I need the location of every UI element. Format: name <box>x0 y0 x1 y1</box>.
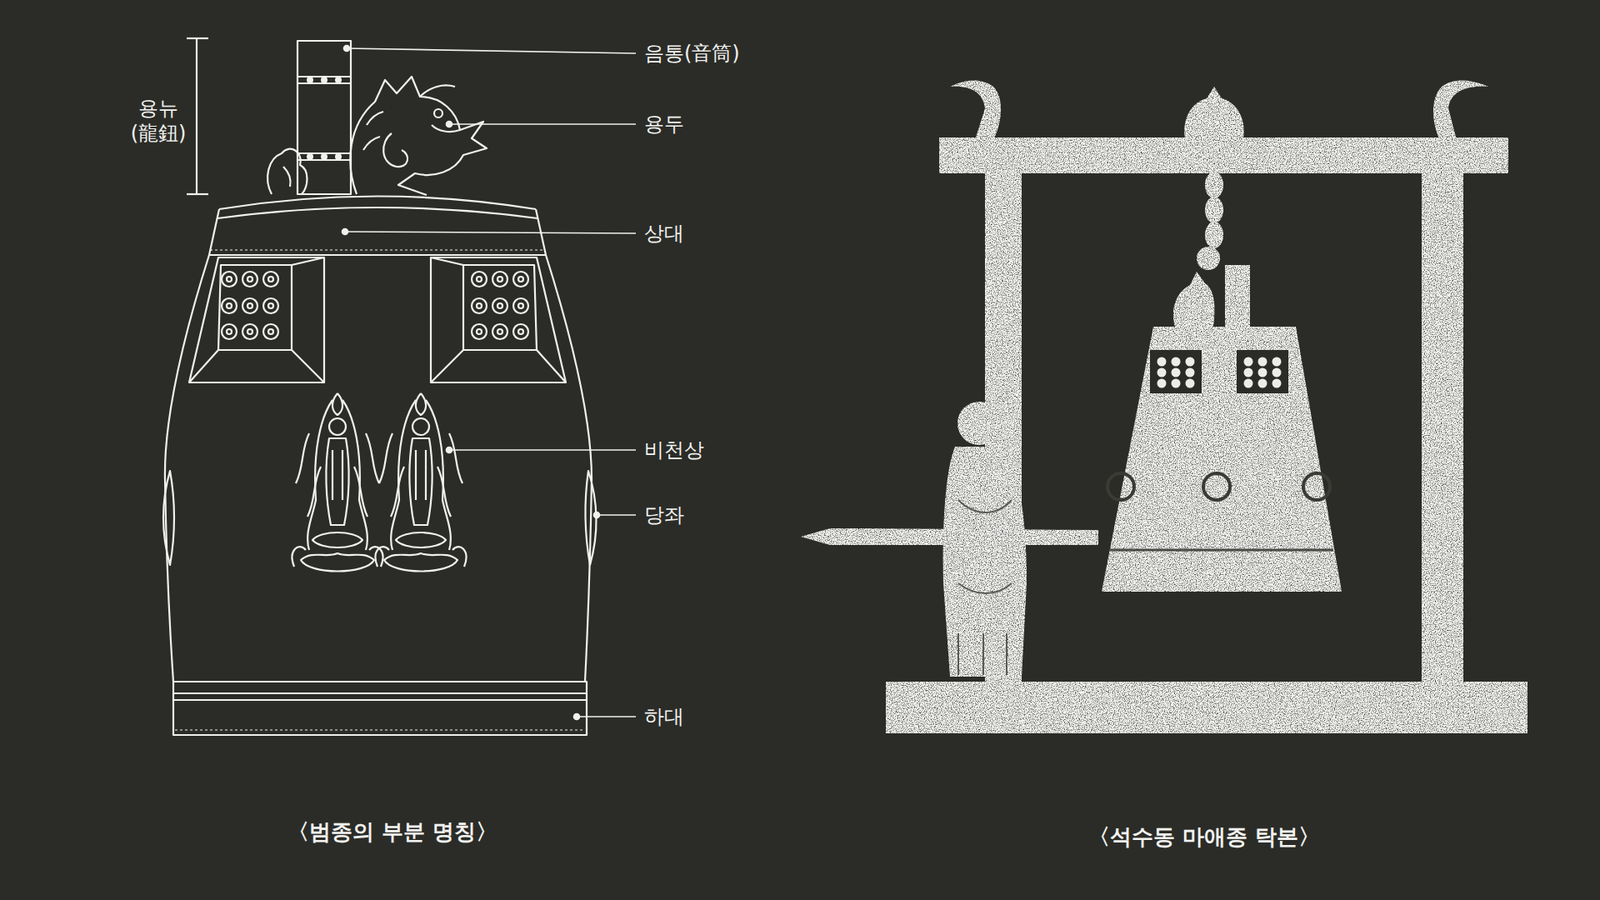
nipple <box>242 298 258 314</box>
rubbed-nipple <box>1171 368 1181 378</box>
tube-dot <box>320 76 328 84</box>
apsara <box>292 393 384 572</box>
part-label: 용두 <box>644 111 685 137</box>
rubbed-nipple <box>1258 368 1268 378</box>
rubbing-details <box>958 350 1334 675</box>
part-label: 당좌 <box>644 502 685 528</box>
rubbed-seat <box>1107 473 1135 500</box>
tube-dot <box>320 153 328 160</box>
part-label: 하대 <box>644 704 685 730</box>
nipple <box>221 324 237 340</box>
nipple <box>221 298 237 314</box>
monk-body <box>943 446 1027 677</box>
nipple <box>242 271 258 287</box>
rubbed-seat <box>1303 473 1330 500</box>
leader-line <box>344 45 637 55</box>
nipple <box>263 271 279 287</box>
rubbed-nipple <box>1185 379 1195 389</box>
rubbed-bell <box>1101 326 1342 592</box>
tube-dot <box>335 76 342 84</box>
upper-band <box>209 196 546 256</box>
nipple <box>263 298 279 314</box>
leader-line <box>342 229 637 235</box>
bell-drawing <box>163 38 636 735</box>
leader-line <box>574 714 637 720</box>
nipple <box>513 298 529 314</box>
part-label: 음통(音筒) <box>644 40 740 66</box>
caption: 〈범종의 부분 명칭〉 <box>287 819 498 845</box>
rubbed-nipple <box>1258 357 1268 367</box>
nipple <box>471 324 487 340</box>
nipple <box>471 271 487 287</box>
nipple <box>492 298 508 314</box>
apsara-figures <box>292 393 467 572</box>
bracket <box>186 38 209 195</box>
sound-tube <box>1225 265 1250 329</box>
monk-head <box>957 401 1001 445</box>
rubbed-nipple <box>1258 379 1268 389</box>
nipple-dots <box>221 271 529 340</box>
base <box>885 681 1528 734</box>
rubbed-nipple <box>1157 357 1167 367</box>
rubbed-nipple <box>1171 357 1181 367</box>
rubbed-nipple <box>1244 379 1254 389</box>
part-label: 상대 <box>644 220 685 246</box>
chain <box>1196 171 1224 270</box>
rubbed-nipple <box>1157 379 1167 389</box>
dragon-leg <box>267 149 307 195</box>
nipple <box>471 298 487 314</box>
hanger-dragon <box>1173 271 1215 327</box>
nipple <box>513 271 529 287</box>
part-label: 용뉴 (龍鈕) <box>125 95 192 146</box>
rubbed-nipple <box>1171 379 1181 389</box>
nipple <box>221 271 237 287</box>
tube-dot <box>335 153 342 160</box>
horn-ornament <box>1433 80 1489 140</box>
post <box>1421 170 1464 685</box>
nipple <box>492 324 508 340</box>
tube-dot <box>306 153 314 160</box>
bell-body <box>165 255 592 682</box>
leader-lines <box>342 45 637 720</box>
rubbed-nipple <box>1157 368 1167 378</box>
rubbed-nipple <box>1185 357 1195 367</box>
leader-line <box>594 512 637 519</box>
tube-dot <box>306 76 314 84</box>
rubbed-nipple <box>1244 368 1254 378</box>
rubbed-seat <box>1203 473 1230 500</box>
horn-ornament <box>950 80 1001 140</box>
flame-ornament <box>1184 86 1244 139</box>
rubbed-nipple <box>1272 379 1282 389</box>
nipple <box>492 271 508 287</box>
nipple <box>263 324 279 340</box>
nipple-panel <box>189 257 566 383</box>
top-beam <box>939 137 1509 174</box>
rubbing <box>800 80 1528 734</box>
lower-band <box>173 681 587 735</box>
striking-seat <box>163 470 597 565</box>
part-label: 비천상 <box>644 437 705 463</box>
dragon-head <box>350 76 487 195</box>
caption: 〈석수동 마애종 탁본〉 <box>1088 824 1320 850</box>
rubbed-nipple <box>1244 357 1254 367</box>
rubbed-nipple <box>1185 368 1195 378</box>
leader-line <box>446 447 637 454</box>
rubbed-nipple <box>1272 357 1282 367</box>
nipple <box>242 324 258 340</box>
apsara <box>375 393 467 572</box>
leader-line <box>446 121 637 128</box>
rubbed-nipple <box>1272 368 1282 378</box>
striker-log <box>800 528 1099 545</box>
nipple <box>513 324 529 340</box>
tube-dots <box>306 76 342 160</box>
